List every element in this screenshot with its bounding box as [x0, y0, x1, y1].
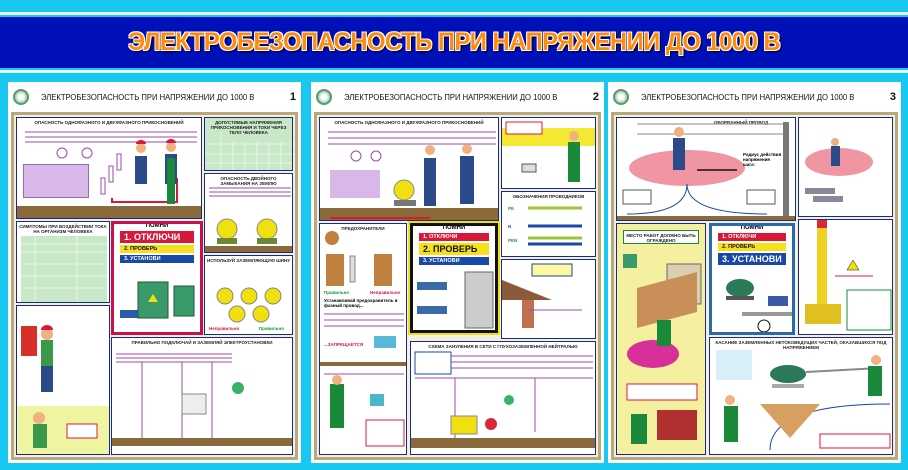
section-title: Опасность однофазного и двухфазного прик…: [34, 120, 184, 125]
top-divider: [0, 12, 908, 15]
poster-header: ЭЛЕКТРОБЕЗОПАСНОСТЬ ПРИ НАПРЯЖЕНИИ ДО 10…: [311, 82, 604, 112]
double-fault-section: Опасность двойного замыкания на землю: [204, 173, 293, 253]
poster-header: ЭЛЕКТРОБЕЗОПАСНОСТЬ ПРИ НАПРЯЖЕНИИ ДО 10…: [608, 82, 901, 112]
poster-number: 3: [889, 91, 896, 103]
section-title: Опасность двойного замыкания на землю: [220, 176, 277, 186]
section-title: Оборванный провод: [713, 120, 769, 125]
banner-title: ЭЛЕКТРОБЕЗОПАСНОСТЬ ПРИ НАПРЯЖЕНИИ ДО 10…: [127, 28, 781, 56]
poster-title: ЭЛЕКТРОБЕЗОПАСНОСТЬ ПРИ НАПРЯЖЕНИИ ДО 10…: [41, 92, 255, 102]
remember-title: ПОМНИ: [413, 226, 495, 231]
poster-title: ЭЛЕКТРОБЕЗОПАСНОСТЬ ПРИ НАПРЯЖЕНИИ ДО 10…: [344, 92, 558, 102]
broken-wire-section: Оборванный провод Радиус действия напряж…: [616, 117, 796, 221]
touch-danger-section: Опасность однофазного и двухфазного прик…: [16, 117, 202, 219]
poster-frame: Оборванный провод Радиус действия напряж…: [611, 112, 898, 460]
rule-disconnect: 1. ОТКЛЮЧИ: [718, 233, 786, 241]
remember-box: ПОМНИ 1. ОТКЛЮЧИ 2. ПРОВЕРЬ 3. УСТАНОВИ: [709, 223, 795, 335]
emblem-logo-icon: [613, 89, 629, 105]
worker-illustration: [16, 305, 110, 455]
right-label: Правильно: [324, 290, 350, 295]
rule-disconnect: 1. ОТКЛЮЧИ: [120, 231, 194, 243]
touch-danger-section: Опасность однофазного и двухфазного прик…: [319, 117, 499, 221]
connect-ground-section: Правильно подключай и заземляй электроус…: [111, 337, 293, 455]
remember-title: ПОМНИ: [712, 226, 792, 231]
rule-check: 2. ПРОВЕРЬ: [120, 245, 194, 253]
emblem-logo-icon: [316, 89, 332, 105]
section-title: Схема зануления в сети с глухозаземленно…: [428, 344, 578, 349]
poster-1: ЭЛЕКТРОБЕЗОПАСНОСТЬ ПРИ НАПРЯЖЕНИИ ДО 10…: [8, 82, 301, 463]
rule-install: 3. УСТАНОВИ: [120, 255, 194, 263]
section-title: Касание заземленных нетоковедущих частей…: [715, 340, 887, 350]
section-title: Обозначения проводников: [512, 194, 585, 199]
wrong-label: Неправильно: [370, 290, 401, 295]
poster-3: ЭЛЕКТРОБЕЗОПАСНОСТЬ ПРИ НАПРЯЖЕНИИ ДО 10…: [608, 82, 901, 463]
n-label: N: [508, 224, 512, 229]
install-fuse-label: Устанавливай предохранитель в фазный про…: [324, 298, 398, 308]
formula-box: [23, 164, 89, 198]
grounded-parts-contact-section: Касание заземленных нетоковедущих частей…: [709, 337, 893, 455]
conductor-designations: Обозначения проводников PE N PEN: [501, 191, 596, 257]
rule-install: 3. УСТАНОВИ: [718, 253, 786, 265]
ground-symbol-icon: [757, 319, 771, 332]
rule-check: 2. ПРОВЕРЬ: [718, 243, 786, 251]
symptoms-section: Симптомы при воздействии тока на организ…: [16, 221, 110, 303]
pen-label: PEN: [508, 238, 518, 243]
poster-frame: Опасность однофазного и двухфазного прик…: [314, 112, 601, 460]
emblem-logo-icon: [13, 89, 29, 105]
remember-box: ПОМНИ 1. ОТКЛЮЧИ 2. ПРОВЕРЬ 3. УСТАНОВИ: [408, 221, 500, 335]
poster-2: ЭЛЕКТРОБЕЗОПАСНОСТЬ ПРИ НАПРЯЖЕНИИ ДО 10…: [311, 82, 604, 463]
section-title: Допустимые напряжения прикосновения и то…: [210, 120, 287, 135]
worker-ceiling-section: [501, 117, 596, 189]
fuses-section: Предохранители Правильно Неправильно Уст…: [319, 223, 407, 455]
poster-number: 1: [289, 91, 296, 103]
poster-header: ЭЛЕКТРОБЕЗОПАСНОСТЬ ПРИ НАПРЯЖЕНИИ ДО 10…: [8, 82, 301, 112]
fenced-worksite-section: Место работ должно быть ограждено: [616, 223, 706, 455]
right-label: Правильно: [258, 326, 284, 331]
busbar-section: Используй заземляющую шину Неправильно П…: [204, 255, 293, 335]
section-title: Правильно подключай и заземляй электроус…: [131, 340, 273, 345]
rule-install: 3. УСТАНОВИ: [419, 257, 489, 265]
neutral-scheme-section: Схема зануления в сети с глухозаземленно…: [410, 341, 596, 455]
section-title: Предохранители: [341, 226, 385, 231]
section-title: Опасность однофазного и двухфазного прик…: [334, 120, 484, 125]
section-title: Место работ должно быть ограждено: [623, 230, 699, 244]
wrong-label: Неправильно: [209, 326, 240, 331]
pe-label: PE: [508, 206, 515, 211]
remember-box: ПОМНИ 1. ОТКЛЮЧИ 2. ПРОВЕРЬ 3. УСТАНОВИ: [111, 221, 203, 335]
allowed-voltage-table: Допустимые напряжения прикосновения и то…: [204, 117, 293, 171]
poster-number: 2: [592, 91, 599, 103]
bottom-divider: [0, 70, 908, 73]
remember-title: ПОМНИ: [114, 224, 200, 229]
section-title: Используй заземляющую шину: [206, 258, 291, 263]
rule-check: 2. ПРОВЕРЬ: [419, 243, 489, 255]
forbidden-label: ...ЗАПРЕЩАЕТСЯ: [324, 342, 364, 347]
fallen-wire-person-section: [798, 117, 893, 217]
roof-entry-section: [501, 259, 596, 339]
section-title: Симптомы при воздействии тока на организ…: [19, 224, 107, 234]
crane-section: [798, 219, 893, 335]
poster-title: ЭЛЕКТРОБЕЗОПАСНОСТЬ ПРИ НАПРЯЖЕНИИ ДО 10…: [641, 92, 855, 102]
rule-disconnect: 1. ОТКЛЮЧИ: [419, 233, 489, 241]
poster-frame: Опасность однофазного и двухфазного прик…: [11, 112, 298, 460]
step-voltage-radius-label: Радиус действия напряжения шага:: [743, 152, 782, 167]
title-banner: ЭЛЕКТРОБЕЗОПАСНОСТЬ ПРИ НАПРЯЖЕНИИ ДО 10…: [0, 17, 908, 68]
touch-diagram: [17, 131, 201, 218]
